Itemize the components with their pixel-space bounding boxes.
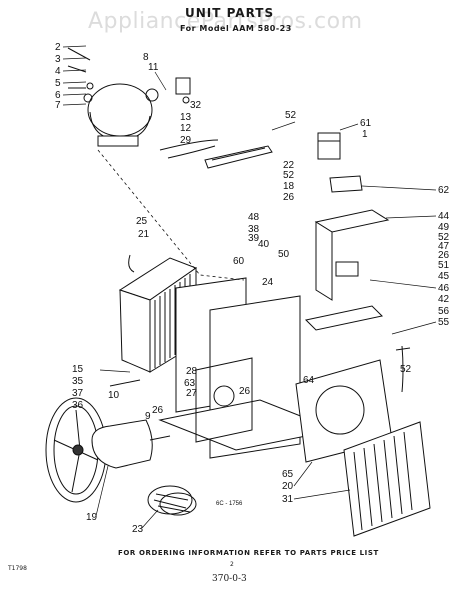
callout-24: 24 [262, 277, 274, 288]
callout-42: 42 [438, 294, 450, 305]
callout-23: 23 [132, 524, 144, 535]
callout-10: 10 [108, 390, 120, 401]
callout-4: 4 [55, 66, 61, 77]
callout-49: 49 [438, 222, 450, 233]
callout-47: 47 [438, 241, 450, 252]
callout-19: 19 [86, 512, 98, 523]
callout-51: 51 [438, 260, 450, 271]
callout-38: 38 [248, 224, 260, 235]
callout-26a: 26 [283, 192, 295, 203]
model-line: For Model AAM 580-23 [180, 24, 292, 33]
callout-28: 28 [186, 366, 198, 377]
callout-11: 11 [148, 62, 159, 73]
callout-7: 7 [55, 100, 61, 111]
callout-39: 39 [248, 233, 260, 244]
callout-6: 6 [55, 90, 61, 101]
fan-motor [91, 419, 171, 469]
corner-code: T1798 [8, 565, 27, 572]
heater-strip [204, 145, 273, 169]
callout-leaders [62, 45, 437, 529]
callout-26b: 26 [438, 250, 450, 261]
control-panel [304, 209, 390, 331]
callout-50: 50 [278, 249, 290, 260]
callout-32: 32 [190, 100, 202, 111]
compressor [67, 47, 159, 147]
tubing [109, 379, 141, 387]
figure-code: 6C - 1756 [216, 501, 243, 507]
callout-20: 20 [282, 481, 294, 492]
callout-65: 65 [282, 469, 294, 480]
callout-36: 36 [72, 400, 84, 411]
callout-35: 35 [72, 376, 84, 387]
callout-18: 18 [283, 181, 295, 192]
callout-61: 61 [360, 118, 372, 129]
callout-25: 25 [136, 216, 148, 227]
callout-27: 27 [186, 388, 198, 399]
callout-21: 21 [138, 229, 150, 240]
diagram-title: UNIT PARTS [185, 6, 275, 20]
blower-wheel [147, 485, 197, 516]
callout-45: 45 [438, 271, 450, 282]
condenser-coil [343, 421, 431, 537]
callout-48: 48 [248, 212, 260, 223]
bulb-clip [395, 345, 411, 393]
callout-15: 15 [72, 364, 84, 375]
callout-1: 1 [362, 129, 368, 140]
callout-62: 62 [438, 185, 450, 196]
capacitor [317, 132, 341, 160]
callout-56: 56 [438, 306, 450, 317]
document-code: 370-0-3 [212, 574, 247, 584]
callout-37: 37 [72, 388, 84, 399]
page-number: 2 [230, 561, 234, 568]
callout-52d: 52 [400, 364, 412, 375]
watermark: AppliancePartsPros.com [88, 9, 363, 34]
callout-31: 31 [282, 494, 294, 505]
callout-2: 2 [55, 42, 61, 53]
wire-harness [159, 139, 219, 159]
callout-52a: 52 [285, 110, 297, 121]
callout-8: 8 [143, 52, 149, 63]
callout-52b: 52 [283, 170, 295, 181]
callouts: 2 3 4 5 6 7 8 11 13 12 29 32 52 61 1 22 … [55, 42, 450, 535]
callout-13: 13 [180, 112, 192, 123]
ordering-note: FOR ORDERING INFORMATION REFER TO PARTS … [118, 549, 379, 557]
callout-29: 29 [180, 135, 192, 146]
hose-clip [128, 254, 135, 273]
callout-64: 64 [303, 375, 315, 386]
callout-44: 44 [438, 211, 450, 222]
callout-63: 63 [184, 378, 196, 389]
callout-5: 5 [55, 78, 61, 89]
callout-26c: 26 [152, 405, 164, 416]
callout-9: 9 [145, 411, 151, 422]
callout-22: 22 [283, 160, 295, 171]
callout-46: 46 [438, 283, 450, 294]
relay [175, 77, 191, 104]
callout-55: 55 [438, 317, 450, 328]
bracket [329, 175, 363, 193]
callout-12: 12 [180, 123, 192, 134]
callout-3: 3 [55, 54, 61, 65]
callout-40: 40 [258, 239, 270, 250]
callout-26d: 26 [239, 386, 251, 397]
callout-52c: 52 [438, 232, 450, 243]
callout-60: 60 [233, 256, 245, 267]
chassis [158, 277, 338, 459]
